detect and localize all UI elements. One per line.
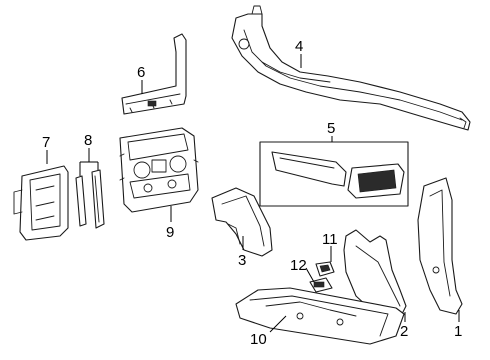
callout-5: 5 [327,120,335,137]
callout-7: 7 [42,134,50,151]
part-6-bracket [121,33,187,115]
leader-lines [46,54,460,333]
callout-12: 12 [290,257,307,274]
callout-labels: 4 6 5 7 8 9 3 11 12 2 1 10 [42,38,462,348]
part-5-trim-panel-assembly [259,141,409,207]
callout-11: 11 [322,231,338,248]
part-10-floor-tray [235,287,405,345]
callout-6: 6 [137,64,145,81]
leader-10 [269,315,287,333]
part-11-clip [315,261,335,277]
part-1-side-cover-panel [417,177,463,315]
leader-8 [79,148,99,176]
callout-8: 8 [84,132,92,149]
callout-4: 4 [295,38,303,55]
callout-9: 9 [166,224,174,241]
leader-12 [305,267,315,283]
part-8-trim-strips [75,169,105,229]
part-2-console-side-panel [343,229,407,319]
part-9-center-bezel [119,127,199,213]
callout-3: 3 [238,252,246,269]
part-3-support-bracket [211,187,273,257]
part-7-mount-bracket [13,165,69,241]
part-12-connector [309,277,333,293]
callout-2: 2 [400,323,408,340]
callout-1: 1 [454,323,462,340]
callout-10: 10 [250,331,267,348]
part-4-instrument-panel-pad [231,5,471,131]
